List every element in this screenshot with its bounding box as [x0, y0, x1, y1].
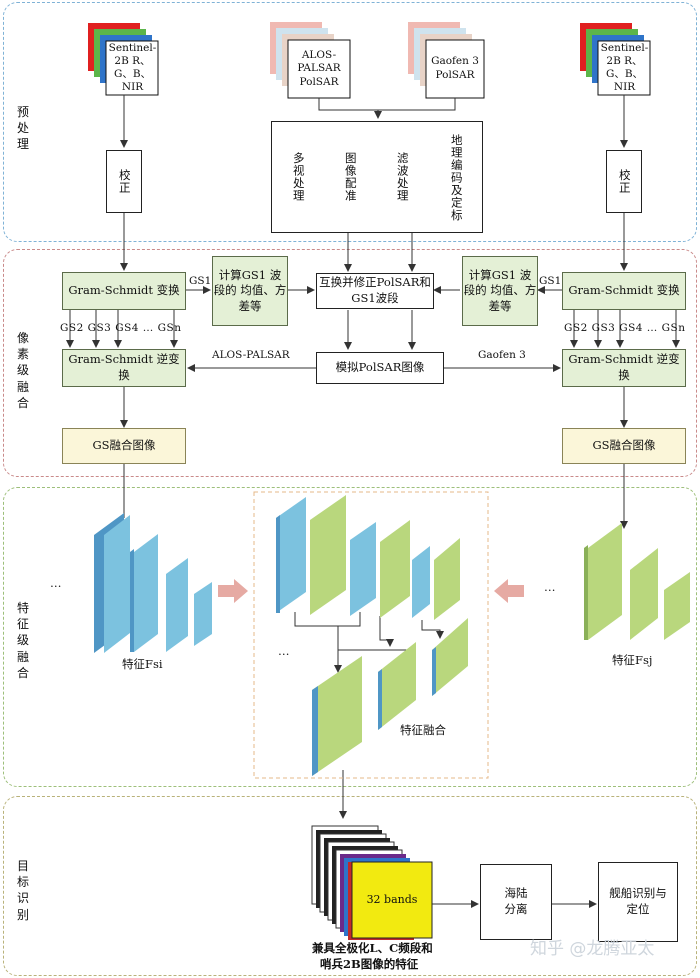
- gs-transform-right: Gram-Schmidt 变换: [562, 272, 686, 310]
- pixel-fusion-panel: [3, 249, 697, 477]
- feature-fusion-panel: [3, 487, 697, 787]
- feature-fsj-label: 特征Fsj: [612, 653, 653, 667]
- sea-land-box: 海陆分离: [480, 864, 552, 940]
- alos-label: ALOS-PALSAR PolSAR: [297, 48, 341, 88]
- gs-transform-left: Gram-Schmidt 变换: [62, 272, 186, 310]
- stack-caption-2: 哨兵2B图像的特征: [320, 957, 419, 971]
- gaofen-arrow-label: Gaofen 3: [478, 349, 526, 361]
- preprocess-panel: [3, 2, 697, 242]
- step-filter: 滤波处理: [395, 152, 410, 202]
- polsar-processing-box: [271, 121, 483, 233]
- feature-blocks-left: [94, 513, 212, 653]
- ellipsis-right: …: [544, 580, 556, 594]
- stage-label-preprocess: 预处理: [16, 105, 29, 152]
- gs1-label-left: GS1: [189, 275, 212, 287]
- target-panel: [3, 796, 697, 976]
- swap-correct-box: 互换并修正PolSAR和 GS1波段: [316, 273, 434, 309]
- step-geocode: 地理编码及定标: [449, 134, 464, 222]
- alos-stack: [270, 22, 351, 99]
- step-registration: 图像配准: [343, 152, 358, 202]
- gs1-label-right: GS1: [539, 275, 562, 287]
- feature-fusion-label: 特征融合: [400, 723, 446, 737]
- pink-arrow-right: [494, 579, 524, 603]
- stage-label-target: 目标识别: [16, 859, 29, 922]
- sentinel-left-stack: [88, 23, 159, 96]
- band-stack: [311, 825, 433, 940]
- gaofen-label: Gaofen 3 PolSAR: [431, 55, 479, 81]
- gs-fused-right: GS融合图像: [562, 428, 686, 464]
- ellipsis-mid: …: [278, 644, 290, 658]
- feature-fusion-box: [253, 491, 489, 779]
- stage-label-pixel-fusion: 像素级融合: [16, 331, 29, 410]
- gs-inverse-right: Gram-Schmidt 逆变换: [562, 349, 686, 387]
- feature-fusion-blocks: [276, 495, 468, 776]
- stage-label-feature-fusion: 特征级融合: [16, 601, 29, 680]
- gs1-stats-left: 计算GS1 波段的 均值、方差等: [212, 256, 288, 326]
- stack-caption-1: 兼具全极化L、C频段和: [312, 941, 433, 955]
- gs-bands-left: GS2 GS3 GS4 … GSn: [60, 322, 182, 334]
- gs1-stats-right: 计算GS1 波段的 均值、方差等: [462, 256, 538, 326]
- correct-right-box: 校正: [606, 150, 642, 213]
- sentinel-right-label: Sentinel-2B R、G、B、NIR: [600, 41, 649, 94]
- correct-left-box: 校正: [106, 150, 142, 213]
- gaofen-stack: [408, 22, 485, 99]
- gs-fused-left: GS融合图像: [62, 428, 186, 464]
- feature-blocks-right: [584, 523, 690, 640]
- ship-detect-box: 舰船识别与定位: [598, 862, 678, 942]
- simulate-polsar-box: 模拟PolSAR图像: [316, 352, 444, 384]
- gs-bands-right: GS2 GS3 GS4 … GSn: [564, 322, 686, 334]
- ellipsis-left: …: [50, 576, 62, 590]
- alos-palsar-arrow-label: ALOS-PALSAR: [212, 349, 290, 361]
- watermark: 知乎 @龙腾亚太: [530, 939, 655, 959]
- pink-arrow-left: [218, 579, 248, 603]
- feature-fsi-label: 特征Fsi: [122, 657, 163, 671]
- gs-inverse-left: Gram-Schmidt 逆变换: [62, 349, 186, 387]
- band-count-label: 32 bands: [366, 892, 418, 906]
- correct-right-text: 校正: [617, 169, 632, 194]
- sentinel-left-label: Sentinel-2B R、G、B、NIR: [108, 41, 157, 94]
- step-multilook: 多视处理: [291, 152, 306, 202]
- correct-left-text: 校正: [117, 169, 132, 194]
